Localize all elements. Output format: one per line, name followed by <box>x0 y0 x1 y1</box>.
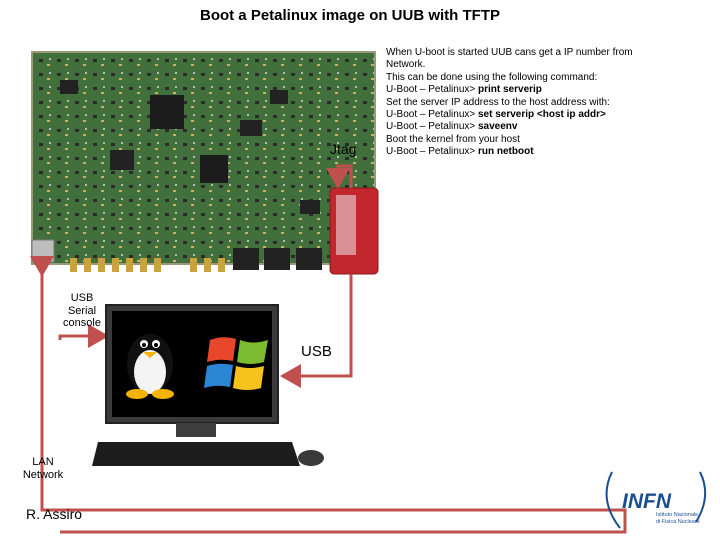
windows-flag-icon <box>204 337 268 390</box>
notes-line: Boot the kernel from your host <box>386 133 520 145</box>
notes-line: This can be done using the following com… <box>386 71 598 83</box>
infn-logo: INFN <box>605 471 707 529</box>
serial-arrow <box>58 324 109 348</box>
notes-line: Network. <box>386 59 426 71</box>
usb-label: USB <box>301 343 332 360</box>
jtag-label: Jtag <box>330 141 357 157</box>
notes-line: Set the server IP address to the host ad… <box>386 96 610 108</box>
author-name: R. Assiro <box>26 506 83 522</box>
jtag-programmer <box>329 187 379 275</box>
linux-tux-icon <box>126 334 174 399</box>
instructions-text: When U-boot is started UUB cans get a IP… <box>386 47 676 159</box>
keyboard <box>92 442 300 466</box>
infn-subtitle: Istituto Nazionale di Fisica Nucleare <box>656 512 700 525</box>
chip <box>110 150 134 170</box>
notes-command-line: U-Boot – Petalinux> print serverip <box>386 84 542 96</box>
connection-arrows <box>30 164 627 534</box>
usb-serial-console-label: USB Serial console <box>63 292 101 329</box>
notes-line: When U-boot is started UUB cans get a IP… <box>386 47 633 58</box>
infn-wordmark: INFN <box>622 490 672 513</box>
usb-arrow <box>280 274 353 388</box>
lan-cable <box>40 270 627 534</box>
lan-network-label: LAN Network <box>22 456 64 481</box>
page-title: Boot a Petalinux image on UUB with TFTP <box>199 7 500 24</box>
chip <box>200 155 228 183</box>
uub-board <box>31 51 376 272</box>
ethernet-port <box>31 239 55 263</box>
mouse <box>298 450 324 466</box>
notes-command-line: U-Boot – Petalinux> set serverip <host i… <box>386 109 606 121</box>
notes-command-line: U-Boot – Petalinux> run netboot <box>386 146 534 158</box>
jtag-arrow <box>326 164 353 189</box>
notes-command-line: U-Boot – Petalinux> saveenv <box>386 121 518 133</box>
fpga-chip <box>150 95 184 129</box>
